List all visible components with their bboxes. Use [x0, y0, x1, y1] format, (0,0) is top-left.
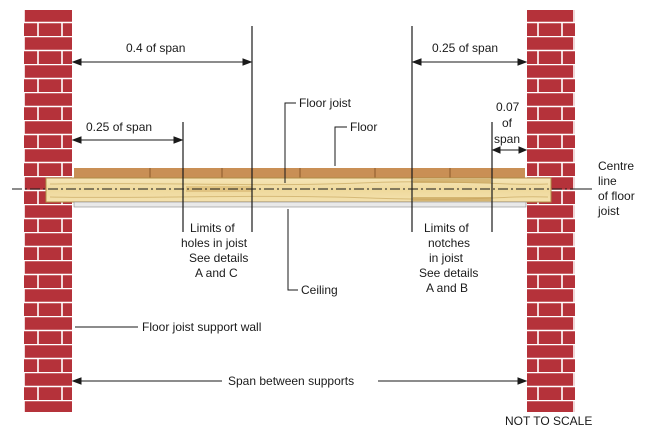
label-of: of	[502, 116, 513, 130]
label-notches-3: in joist	[429, 251, 464, 265]
dimension-0-07-span	[491, 146, 528, 154]
label-centre-line-3: of floor	[598, 189, 635, 203]
label-centre-line-1: Centre	[598, 159, 634, 173]
label-notches-2: notches	[428, 236, 470, 250]
label-0-07: 0.07	[496, 100, 520, 114]
label-centre-line-4: joist	[597, 204, 620, 218]
label-span-between: Span between supports	[228, 374, 354, 388]
dimension-0-25-span-right	[411, 58, 528, 66]
label-notches-1: Limits of	[424, 221, 469, 235]
floorboards	[74, 168, 525, 178]
leader-lines	[75, 102, 592, 328]
label-0-25-span-left: 0.25 of span	[86, 120, 152, 134]
label-0-25-span-right: 0.25 of span	[432, 41, 498, 55]
dimension-span-between-supports	[71, 377, 528, 385]
label-0-4-span: 0.4 of span	[126, 41, 185, 55]
label-notches-5: A and B	[426, 281, 468, 295]
label-holes-1: Limits of	[190, 221, 235, 235]
label-ceiling: Ceiling	[301, 283, 338, 297]
floor-joist-beam	[45, 177, 552, 203]
ceiling-board	[73, 201, 527, 208]
label-holes-3: See details	[189, 251, 248, 265]
label-span: span	[494, 132, 520, 146]
dimension-0-25-span-left	[71, 136, 184, 144]
label-floor-joist: Floor joist	[299, 96, 352, 110]
dimension-0-4-span	[71, 58, 253, 66]
label-holes-4: A and C	[195, 266, 238, 280]
label-holes-2: holes in joist	[181, 236, 248, 250]
label-notches-4: See details	[419, 266, 478, 280]
left-support-wall	[24, 10, 72, 412]
label-centre-line-2: line	[598, 174, 617, 188]
label-floor: Floor	[350, 120, 377, 134]
right-support-wall	[527, 10, 575, 412]
label-not-to-scale: NOT TO SCALE	[505, 414, 592, 428]
label-support-wall: Floor joist support wall	[142, 320, 261, 334]
